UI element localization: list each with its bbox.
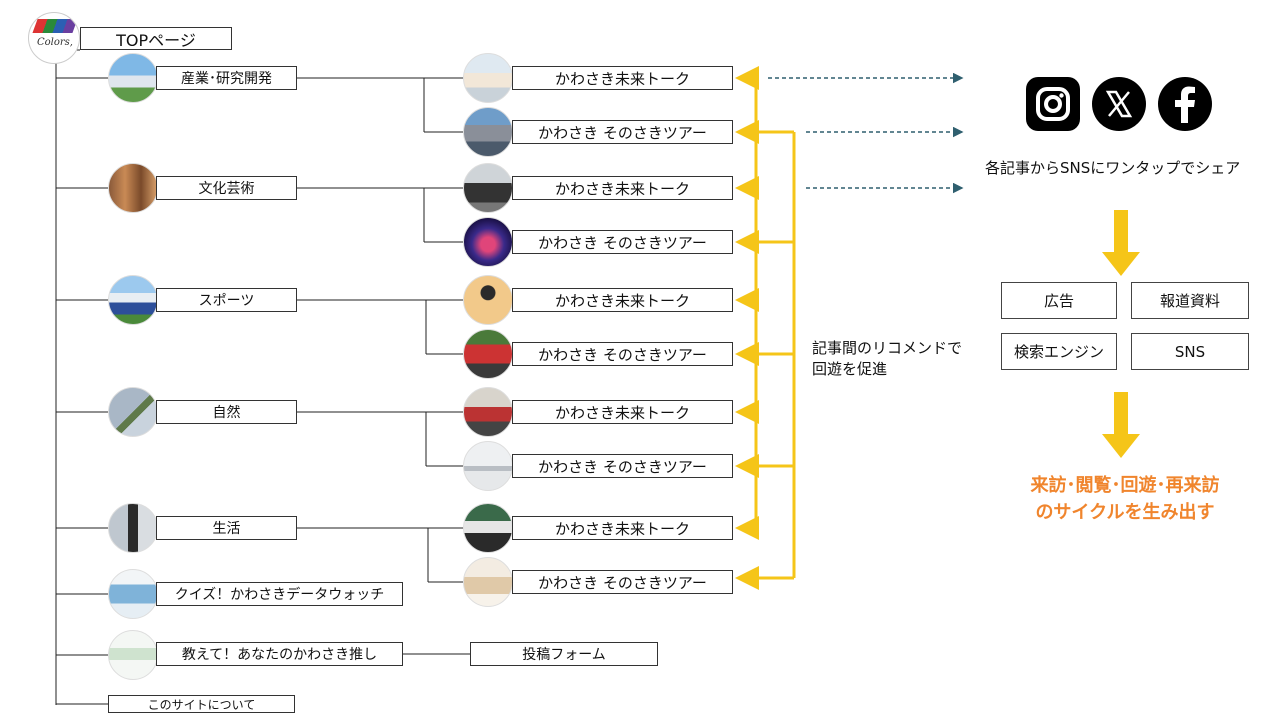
cycle-message: 来訪･閲覧･回遊･再来訪 のサイクルを生み出す [1000,472,1250,526]
cycle-line1: 来訪･閲覧･回遊･再来訪 [1030,475,1220,496]
top-page-box[interactable]: TOPページ [80,27,232,50]
tour-photo-icon [463,557,513,607]
instagram-icon[interactable] [1026,77,1080,131]
down-arrow-icon [1102,392,1140,458]
plant-photo-icon [108,387,158,437]
talk-article-2[interactable]: かわさき未来トーク [512,176,733,200]
talk-photo-icon [463,163,513,213]
tour-article-5[interactable]: かわさき そのさきツアー [512,570,733,594]
talk-article-4[interactable]: かわさき未来トーク [512,400,733,424]
tour-photo-icon [463,217,513,267]
colors-logo[interactable]: Colors, [28,12,80,64]
category-industry[interactable]: 産業･研究開発 [156,66,297,90]
talk-article-3[interactable]: かわさき未来トーク [512,288,733,312]
channel-sns: SNS [1131,333,1249,370]
channel-press: 報道資料 [1131,282,1249,319]
category-culture[interactable]: 文化芸術 [156,176,297,200]
quiz-data-watch[interactable]: クイズ！かわさきデータウォッチ [156,582,403,606]
talk-article-5[interactable]: かわさき未来トーク [512,516,733,540]
tour-article-3[interactable]: かわさき そのさきツアー [512,342,733,366]
tour-photo-icon [463,329,513,379]
tour-photo-icon [463,107,513,157]
tour-article-2[interactable]: かわさき そのさきツアー [512,230,733,254]
talk-photo-icon [463,387,513,437]
recommend-note-line1: 記事間のリコメンドで [812,339,963,357]
logo-name: Colors, [37,37,73,48]
recommend-note-line2: 回遊を促進 [812,360,888,378]
talk-photo-icon [463,275,513,325]
talk-photo-icon [463,503,513,553]
post-form[interactable]: 投稿フォーム [470,642,658,666]
stadium-photo-icon [108,275,158,325]
oshi-feature[interactable]: 教えて！あなたのかわさき推し [156,642,403,666]
tour-article-1[interactable]: かわさき そのさきツアー [512,120,733,144]
talk-article-1[interactable]: かわさき未来トーク [512,66,733,90]
street-photo-icon [108,503,158,553]
tour-article-4[interactable]: かわさき そのさきツアー [512,454,733,478]
down-arrow-icon [1102,210,1140,276]
recommend-note: 記事間のリコメンドで 回遊を促進 [812,338,962,380]
tour-photo-icon [463,441,513,491]
cycle-line2: のサイクルを生み出す [1035,502,1215,523]
about-site[interactable]: このサイトについて [108,695,295,713]
x-icon[interactable] [1092,77,1146,131]
category-sports[interactable]: スポーツ [156,288,297,312]
building-photo-icon [108,53,158,103]
sns-caption: 各記事からSNSにワンタップでシェア [985,159,1241,177]
category-life[interactable]: 生活 [156,516,297,540]
organ-photo-icon [108,163,158,213]
category-nature[interactable]: 自然 [156,400,297,424]
map-icon [108,569,158,619]
facebook-icon[interactable] [1158,77,1212,131]
channel-search: 検索エンジン [1001,333,1117,370]
channel-ads: 広告 [1001,282,1117,319]
talk-photo-icon [463,53,513,103]
map-icon [108,630,158,680]
logo-stripe [32,19,78,33]
